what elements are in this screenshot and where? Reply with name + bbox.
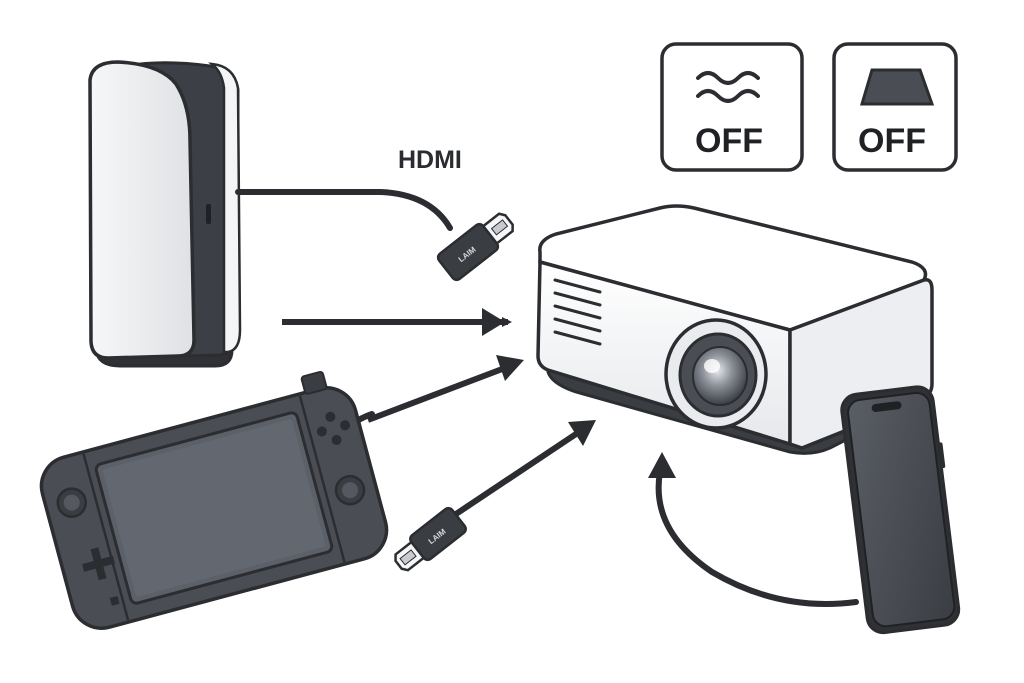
keystone-status: OFF: [858, 122, 926, 160]
arrow-cable-to-projector: [430, 427, 584, 533]
vent-grille: [553, 278, 602, 346]
keystone-trapezoid-icon: [859, 68, 935, 106]
handheld-console-icon: [39, 370, 389, 630]
lens: [664, 318, 768, 430]
keystone-badge: OFF: [832, 42, 958, 172]
hdmi-cable: [235, 189, 453, 231]
hdmi-plug-icon: LAIM: [436, 212, 514, 282]
noise-reduction-badge: OFF: [660, 42, 804, 172]
hdmi-label: HDMI: [398, 146, 462, 174]
projector-icon: [536, 204, 934, 455]
game-console-icon: [88, 60, 242, 368]
arrow-handheld-to-projector: [366, 363, 512, 423]
smartphone-icon: [840, 385, 961, 635]
wave-icon: [696, 71, 760, 103]
noise-reduction-status: OFF: [695, 122, 763, 160]
hdmi-plug-loose-icon: LAIM: [394, 506, 467, 572]
phone-cable: [655, 469, 859, 607]
